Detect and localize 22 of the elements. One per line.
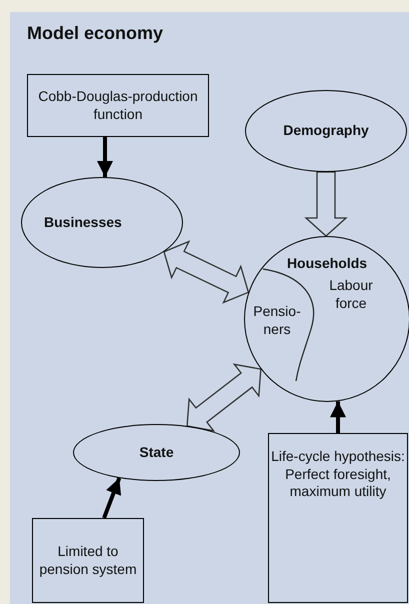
node-label: Labour force	[328, 277, 374, 312]
arrow	[102, 477, 122, 519]
node-label: Businesses	[44, 214, 122, 232]
process-box	[27, 74, 209, 137]
node-label: Limited to pension system	[38, 543, 138, 578]
block-arrow	[186, 363, 262, 432]
node-label: Demography	[283, 122, 369, 140]
node-label: Households	[286, 255, 368, 272]
node-label: State	[139, 444, 174, 462]
diagram-title: Model economy	[27, 22, 164, 45]
arrow	[97, 137, 113, 178]
state-ellipse	[73, 424, 240, 481]
arrow	[330, 401, 346, 433]
block-arrow	[163, 240, 250, 304]
node-label: Cobb-Douglas-production function	[37, 88, 199, 123]
block-arrow	[304, 171, 348, 237]
node-label: Pensio- ners	[252, 303, 302, 338]
node-label: Life-cycle hypothesis: Perfect foresight, maximum utility	[270, 448, 406, 500]
demography-ellipse	[245, 90, 407, 172]
process-box	[32, 518, 144, 603]
process-box	[268, 433, 408, 603]
businesses-ellipse	[21, 177, 183, 268]
